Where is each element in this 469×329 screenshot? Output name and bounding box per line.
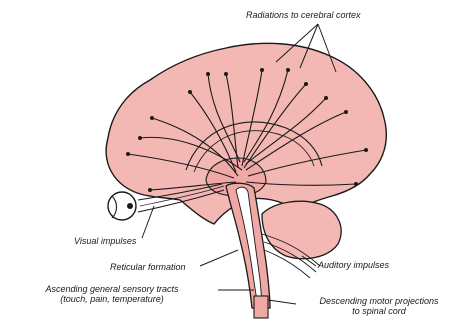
cerebellum: [262, 201, 341, 258]
label-descending-line2: to spinal cord: [296, 306, 462, 316]
label-auditory-impulses: Auditory impulses: [318, 260, 389, 270]
eye-icon: [108, 192, 136, 220]
label-visual-impulses: Visual impulses: [74, 236, 136, 246]
label-ascending-line1: Ascending general sensory tracts: [6, 284, 218, 294]
label-descending-projections: Descending motor projections to spinal c…: [296, 296, 462, 316]
label-ascending-tracts: Ascending general sensory tracts (touch,…: [6, 284, 218, 304]
label-radiations: Radiations to cerebral cortex: [246, 10, 361, 20]
label-ascending-line2: (touch, pain, temperature): [6, 294, 218, 304]
label-reticular-formation: Reticular formation: [110, 262, 186, 272]
label-descending-line1: Descending motor projections: [296, 296, 462, 306]
spinal-cord: [254, 296, 268, 318]
